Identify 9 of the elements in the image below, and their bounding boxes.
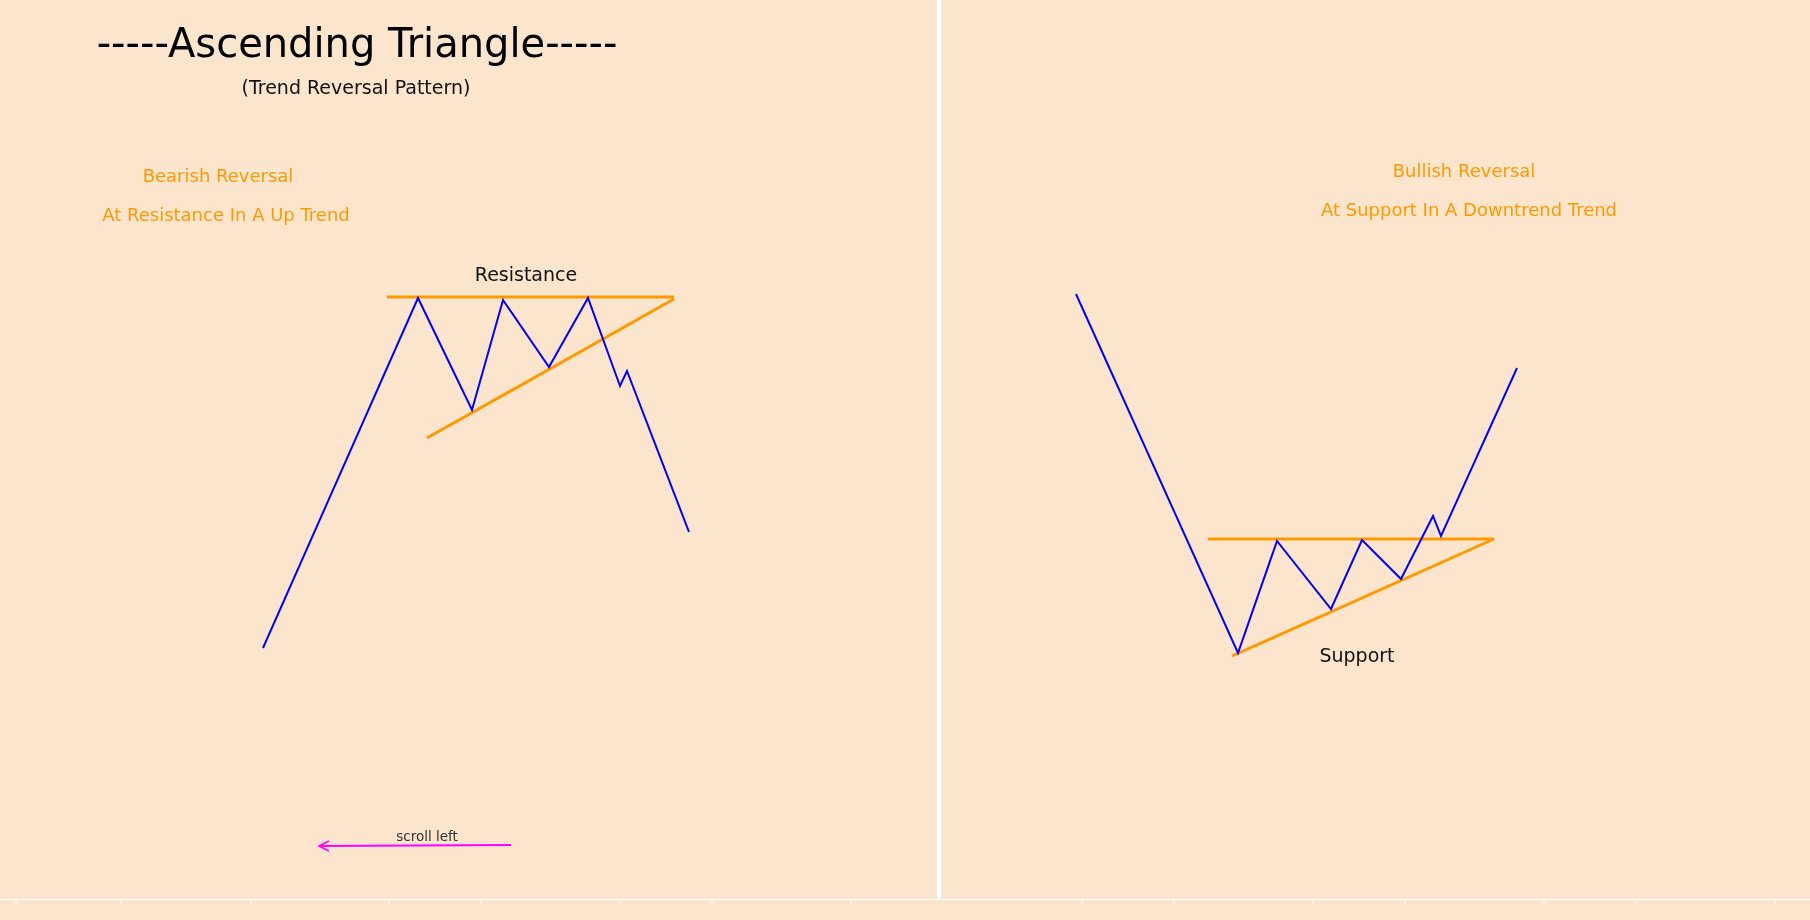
line-label: Support (1319, 644, 1395, 667)
annotation-text: Bearish Reversal (142, 165, 294, 187)
annotation-text: At Support In A Downtrend Trend (1320, 199, 1618, 221)
diagram-title: -----Ascending Triangle----- (96, 19, 618, 67)
line-label: Resistance (474, 263, 578, 286)
subtitle: (Trend Reversal Pattern) (241, 76, 471, 99)
annotation-text: At Resistance In A Up Trend (102, 204, 350, 226)
hint-text: scroll left (396, 828, 458, 845)
annotation-text: Bullish Reversal (1392, 160, 1536, 182)
